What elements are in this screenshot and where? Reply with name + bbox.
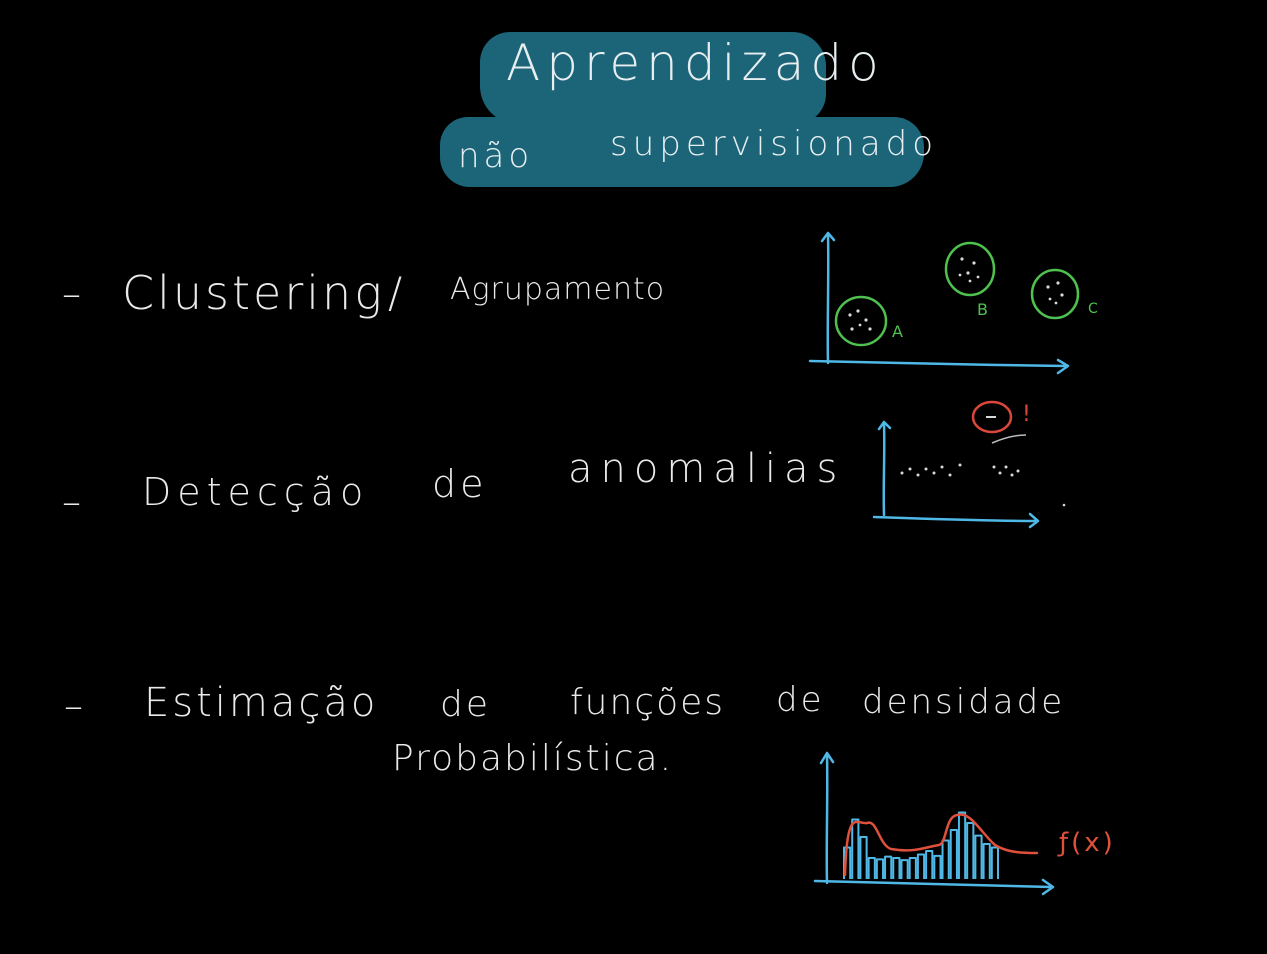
density-histogram-bar <box>957 811 967 879</box>
label-de-3: de <box>776 680 825 720</box>
density-function-label: ƒ(x) <box>1057 828 1116 858</box>
label-de-2: de <box>440 684 491 725</box>
density-histogram-bar <box>884 855 893 879</box>
density-histogram-bar <box>875 858 885 879</box>
title-line-2-right: supervisionado <box>610 124 939 164</box>
cluster-label-b: B <box>977 300 988 319</box>
cluster-label-c: C <box>1088 301 1098 317</box>
anomaly-x-axis <box>872 515 1038 523</box>
density-histogram-bar <box>859 836 868 879</box>
anomaly-outlier-circle <box>971 400 1013 434</box>
label-clustering: Clustering <box>122 266 385 320</box>
density-histogram-bar <box>925 850 934 879</box>
title-line-1: Aprendizado <box>506 34 885 92</box>
clusters-y-axis <box>826 233 830 365</box>
bullet-anomaly: – <box>62 480 83 524</box>
label-estimacao: Estimação <box>144 680 379 726</box>
bullet-clustering: – <box>62 272 83 316</box>
density-histogram-bar <box>949 829 958 879</box>
cluster-b-circle <box>944 241 996 297</box>
title-line-2-left: não <box>458 136 534 176</box>
label-de-1: de <box>432 462 488 506</box>
density-histogram-bar <box>908 857 917 879</box>
label-anomalias: anomalias <box>568 446 846 492</box>
label-deteccao: Detecção <box>142 470 370 514</box>
density-histogram-bar <box>900 859 909 879</box>
label-funcoes: funções <box>570 682 726 723</box>
label-densidade: densidade <box>862 682 1066 722</box>
cluster-c-circle <box>1030 268 1080 320</box>
density-histogram-bar <box>941 839 950 879</box>
density-histogram-bar <box>974 834 983 879</box>
density-curve <box>843 813 1039 877</box>
density-histogram-bar <box>966 822 975 879</box>
density-y-axis <box>825 753 829 885</box>
label-probabilistica: Probabilística. <box>392 738 674 779</box>
bullet-density: – <box>64 684 85 728</box>
label-agrupamento: Agrupamento <box>450 272 666 307</box>
clusters-y-arrow <box>820 231 836 243</box>
density-histogram-bar <box>990 846 999 879</box>
density-histogram-bar <box>892 857 901 879</box>
density-x-axis <box>813 879 1053 889</box>
clusters-x-arrow <box>1056 358 1070 375</box>
clusters-sketch: A B C <box>808 231 1098 375</box>
anomaly-sketch: ! <box>872 400 1066 529</box>
anomaly-y-axis <box>882 421 886 517</box>
density-histogram-bar <box>916 853 926 879</box>
density-x-arrow <box>1041 878 1055 896</box>
density-histogram-bar <box>867 857 876 879</box>
cluster-label-a: A <box>892 322 903 341</box>
cluster-a-circle <box>834 295 888 347</box>
clusters-x-axis <box>808 359 1068 368</box>
anomaly-mark: ! <box>1022 402 1031 427</box>
density-sketch: ƒ(x) <box>813 751 1116 896</box>
density-histogram-bar <box>933 854 942 879</box>
anomaly-x-arrow <box>1028 512 1040 529</box>
title-highlight-bottom <box>440 117 924 187</box>
title-highlight-top <box>480 32 826 124</box>
density-histogram-bar <box>851 818 860 879</box>
anomaly-y-arrow <box>877 420 892 431</box>
density-histogram-bar <box>982 843 991 879</box>
density-y-arrow <box>819 751 835 765</box>
separator-slash: / <box>388 268 405 317</box>
